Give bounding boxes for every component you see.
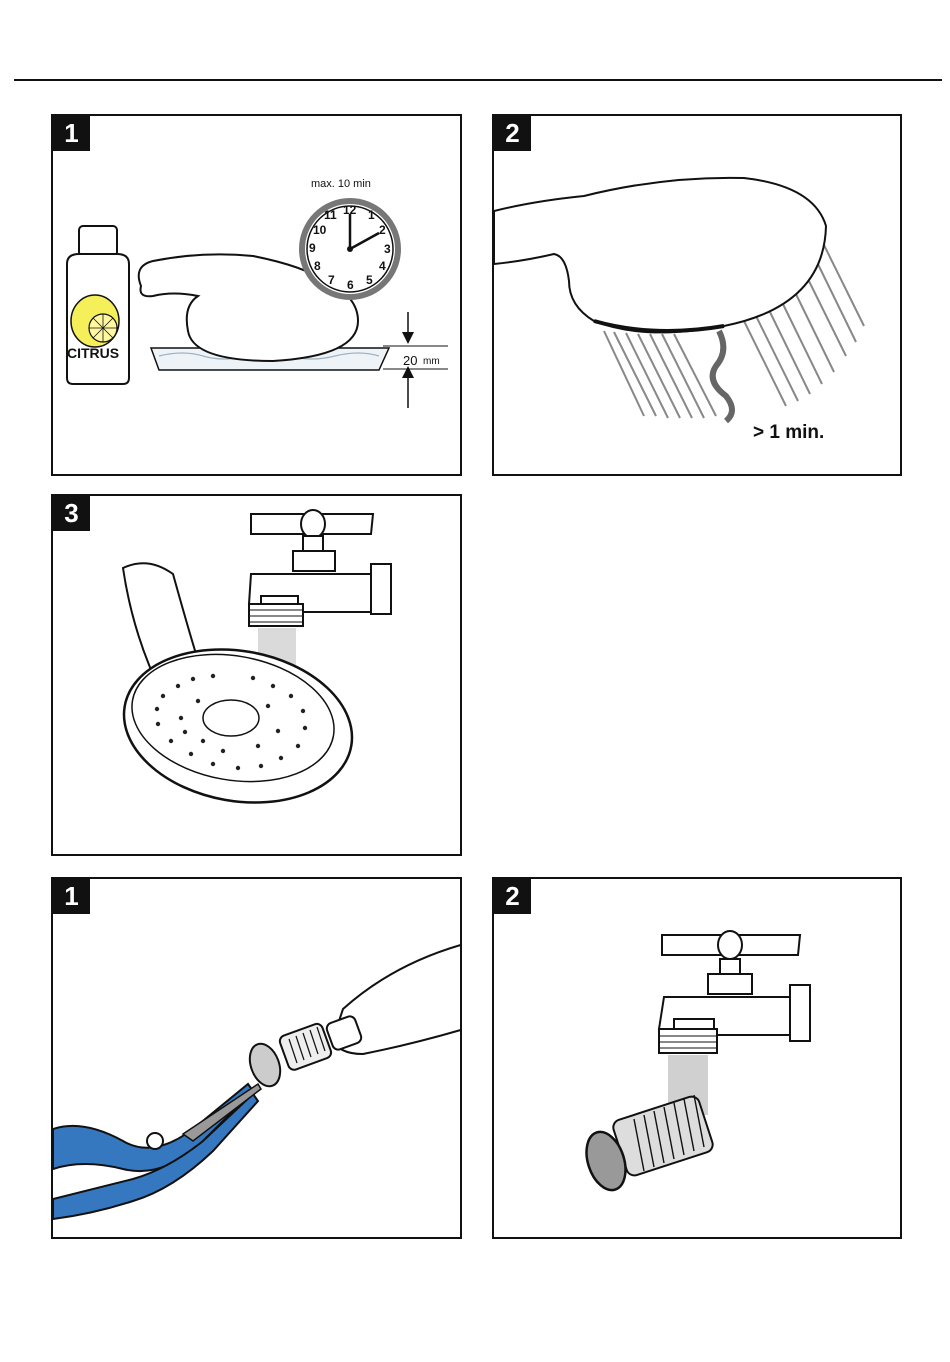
faucet: [659, 931, 810, 1053]
step-badge: 3: [53, 496, 90, 531]
step-badge: 1: [53, 116, 90, 151]
pliers-icon: [53, 1084, 261, 1219]
clock-number-7: 7: [328, 273, 335, 287]
faucet: [249, 510, 391, 626]
tap-rinse-illustration: [53, 496, 462, 856]
clock-limit-label: max. 10 min: [311, 178, 371, 190]
bottle-label: CITRUS: [67, 345, 119, 361]
step-badge: 1: [53, 879, 90, 914]
step-badge: 2: [494, 116, 531, 151]
hose-handle: [325, 944, 462, 1054]
panel-rinse-filter: 2: [492, 877, 902, 1239]
step-badge: 2: [494, 879, 531, 914]
remove-filter-illustration: [53, 879, 462, 1239]
rinse-illustration: [494, 116, 902, 476]
clock-number-12: 12: [343, 203, 356, 217]
soak-illustration: [53, 116, 462, 476]
depth-unit: mm: [423, 356, 440, 367]
showerhead-rinsing: [494, 178, 826, 333]
filter-screen: [580, 1095, 715, 1196]
panel-tap-rinse: 3: [51, 494, 462, 856]
depth-value: 20: [403, 353, 417, 368]
panel-rinse: 2 > 1 min.: [492, 114, 902, 476]
rinse-duration: > 1 min.: [753, 422, 824, 444]
rinse-filter-illustration: [494, 879, 902, 1239]
clock-number-3: 3: [384, 242, 391, 256]
clock-number-10: 10: [313, 223, 326, 237]
clock-number-9: 9: [309, 241, 316, 255]
panel-remove-filter: 1: [51, 877, 462, 1239]
clock-number-8: 8: [314, 259, 321, 273]
clock-number-1: 1: [368, 208, 375, 222]
clock-number-5: 5: [366, 273, 373, 287]
clock-number-2: 2: [379, 223, 386, 237]
header-rule: [14, 79, 942, 81]
clock-number-4: 4: [379, 259, 386, 273]
clock-number-6: 6: [347, 278, 354, 292]
filter-screen: [244, 1022, 332, 1090]
panel-soak: 1 max. 10 min 12 1 2 3 4 5 6 7 8 9 10 11…: [51, 114, 462, 476]
clock-number-11: 11: [324, 208, 337, 222]
